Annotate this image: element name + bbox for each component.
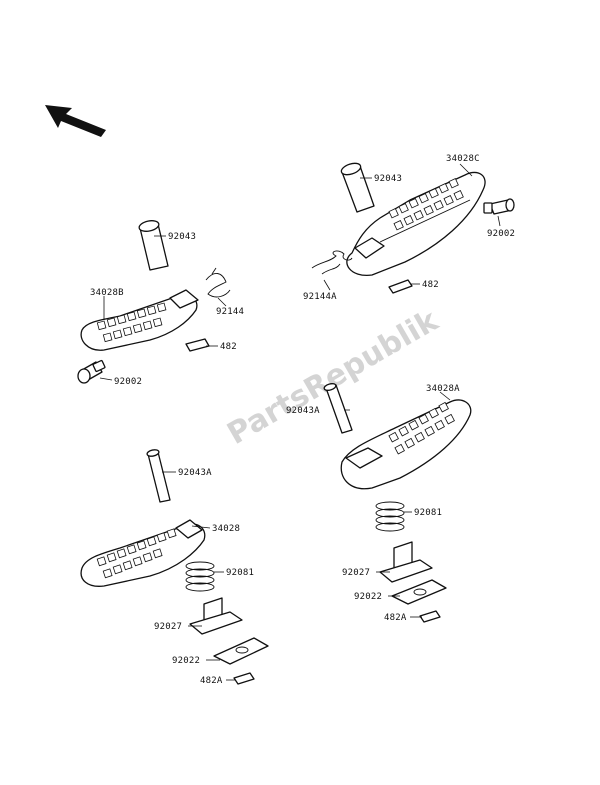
label-92043a-right: 92043A	[286, 406, 320, 416]
label-92027-left: 92027	[154, 622, 182, 632]
label-92022-left: 92022	[172, 656, 200, 666]
footpeg-grip	[96, 302, 167, 343]
label-92002-right: 92002	[487, 229, 515, 239]
washer-482-right	[388, 279, 413, 294]
pin-92043a-right	[323, 383, 353, 434]
washer-482a-left	[233, 672, 255, 685]
footpeg-grip	[388, 178, 464, 231]
label-92027-right: 92027	[342, 568, 370, 578]
part-labels: 34028C 92043 92002 92144A 482 92043 3402…	[90, 154, 515, 686]
label-34028c: 34028C	[446, 154, 480, 164]
bracket-92027-right	[379, 541, 433, 583]
bracket-92027-left	[189, 597, 243, 635]
footpeg-grip	[388, 401, 455, 455]
label-92081-left: 92081	[226, 568, 254, 578]
footpeg-34028c	[346, 171, 486, 276]
label-34028b: 34028B	[90, 288, 124, 298]
leader-lines	[99, 163, 501, 681]
footpeg-34028b	[80, 289, 199, 351]
label-482a-right: 482A	[384, 613, 407, 623]
label-482-right: 482	[422, 280, 439, 290]
plate-92022-left	[213, 637, 269, 665]
pin-92043-right	[340, 162, 375, 213]
label-482a-left: 482A	[200, 676, 223, 686]
arrow-up-left-icon	[45, 105, 106, 137]
label-92043-left: 92043	[168, 232, 196, 242]
label-92081-right: 92081	[414, 508, 442, 518]
spring-92144	[205, 267, 231, 298]
bolt-92002-left	[77, 359, 106, 384]
spring-92144a	[311, 250, 353, 275]
label-92043-right: 92043	[374, 174, 402, 184]
label-92144a: 92144A	[303, 292, 337, 302]
spring-92081-right	[375, 501, 405, 532]
plate-92022-right	[391, 579, 447, 605]
label-34028: 34028	[212, 524, 240, 534]
label-92022-right: 92022	[354, 592, 382, 602]
bolt-92002-right	[483, 198, 515, 215]
label-34028a: 34028A	[426, 384, 460, 394]
spring-92081-left	[185, 561, 215, 592]
label-92002-left: 92002	[114, 377, 142, 387]
label-92043a-left: 92043A	[178, 468, 212, 478]
footpeg-grip	[96, 528, 177, 579]
pin-92043a-left	[146, 449, 171, 503]
footpeg-34028	[80, 519, 206, 587]
washer-482-left	[185, 338, 210, 352]
washer-482a-right	[419, 610, 441, 623]
pin-92043-left	[138, 220, 169, 271]
footpeg-34028a	[340, 399, 472, 490]
label-482-left: 482	[220, 342, 237, 352]
label-92144: 92144	[216, 307, 244, 317]
